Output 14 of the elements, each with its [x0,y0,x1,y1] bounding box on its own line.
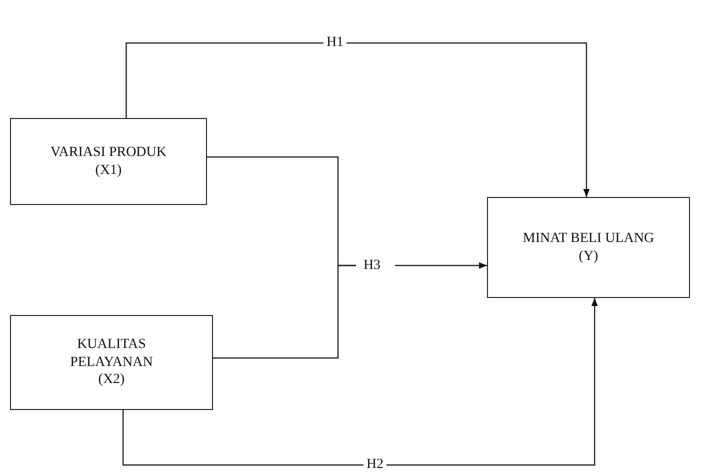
arrow [395,262,487,269]
variable-label: (X1) [95,162,122,179]
variable-label: (X2) [98,371,125,389]
variable-box [10,118,207,205]
variable-box [487,197,690,298]
variable-box [10,315,213,410]
variable-label: VARIASI PRODUK [50,144,167,162]
variable-label: (Y) [578,248,598,265]
connector-line [213,264,356,359]
arrow [122,298,598,466]
arrow [126,42,590,197]
hypothesis-label: H3 [363,256,381,274]
variable-label: MINAT BELI ULANG [522,230,654,248]
variable-label: KUALITAS PELAYANAN [69,336,154,372]
